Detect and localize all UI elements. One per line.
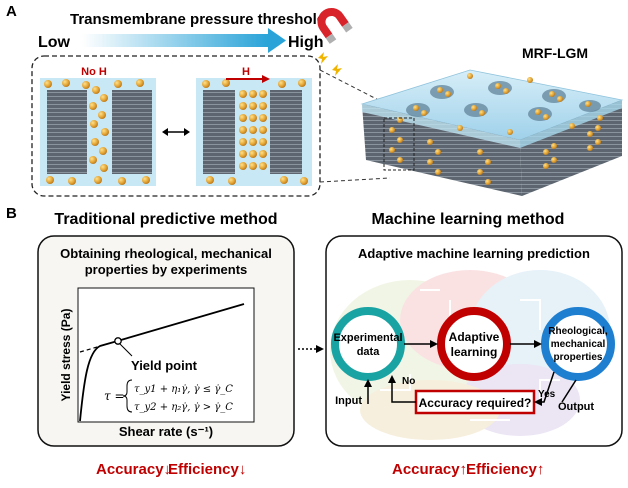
arrowhead (388, 375, 396, 383)
node1-line1: Experimental (333, 332, 402, 344)
pore-with-field (196, 78, 312, 186)
threshold-title: Transmembrane pressure threshold (70, 11, 326, 28)
panel-a: A Transmembrane pressure threshold Low H… (6, 3, 624, 197)
pore-no-field (40, 78, 156, 186)
output-label: Output (558, 401, 594, 413)
field-arrow-icon (226, 75, 270, 83)
arrowhead (534, 340, 542, 348)
ml-efficiency: Efficiency↑ (466, 461, 544, 478)
high-label: High (288, 34, 324, 51)
input-label: Input (335, 395, 362, 407)
equation-tau: τ = (104, 389, 125, 403)
experimental-data-node (331, 307, 405, 381)
traditional-subtitle-1: Obtaining rheological, mechanical (60, 246, 272, 261)
equation-line-2: τ_y2 + η₂γ̇, γ̇ > γ̇_C (134, 402, 233, 413)
pressure-arrow (82, 28, 286, 53)
membrane-title: MRF-LGM (522, 45, 588, 61)
lightning-icon (332, 64, 342, 76)
traditional-title: Traditional predictive method (54, 211, 277, 228)
no-arrow (391, 380, 416, 403)
adaptive-learning-node (437, 307, 511, 381)
node3-line1: Rheological, (548, 326, 608, 337)
node3-line3: properties (554, 352, 603, 363)
no-label: No (402, 376, 415, 387)
ml-title: Machine learning method (372, 211, 565, 228)
equation-brace (122, 379, 133, 413)
switch-arrow-icon (162, 128, 190, 136)
zoom-region-box (383, 117, 415, 171)
yield-point-label: Yield point (131, 358, 198, 373)
h-label: H (242, 66, 250, 78)
properties-node (541, 307, 615, 381)
output-arrow (561, 379, 577, 403)
magnet-icon (317, 8, 353, 44)
flow-curve-high (113, 303, 245, 343)
node2-line1: Adaptive (449, 330, 500, 344)
low-label: Low (38, 34, 71, 51)
node3-line2: mechanical (551, 339, 606, 350)
no-h-label: No H (81, 66, 107, 78)
y-axis-label: Yield stress (Pa) (59, 309, 73, 402)
flow-curve-low (79, 341, 115, 422)
node2-line2: learning (451, 345, 498, 359)
arrowhead (364, 379, 372, 387)
transition-arrowhead (316, 345, 324, 353)
panel-a-label: A (6, 3, 17, 20)
yield-stress-plot (77, 287, 255, 423)
ml-subtitle: Adaptive machine learning prediction (358, 246, 590, 261)
traditional-accuracy: Accuracy↓ (96, 461, 171, 478)
membrane-slab (360, 69, 624, 196)
yes-label: Yes (538, 389, 556, 400)
lightning-icon (318, 52, 328, 64)
pore-comparison-box (31, 55, 321, 197)
ml-accuracy: Accuracy↑ (392, 461, 467, 478)
arrowhead (534, 398, 542, 406)
equation-line-1: τ_y1 + η₁γ̇, γ̇ ≤ γ̇_C (134, 384, 233, 395)
traditional-subtitle-2: properties by experiments (85, 262, 248, 277)
node1-line2: data (357, 346, 381, 358)
panel-b-label: B (6, 205, 17, 222)
accuracy-required-label: Accuracy required? (419, 396, 532, 410)
extrapolation-line (79, 341, 115, 353)
yield-point-pointer (119, 343, 133, 357)
x-axis-label: Shear rate (s⁻¹) (119, 424, 213, 439)
zoom-line (319, 177, 391, 183)
arrowhead (430, 340, 438, 348)
panel-b: B Traditional predictive method Obtainin… (6, 205, 623, 478)
traditional-efficiency: Efficiency↓ (168, 461, 246, 478)
yield-point-marker (114, 337, 122, 345)
constitutive-equation: τ = τ_y1 + η₁γ̇, γ̇ ≤ γ̇_C τ_y2 + η₂γ̇, … (104, 379, 233, 413)
